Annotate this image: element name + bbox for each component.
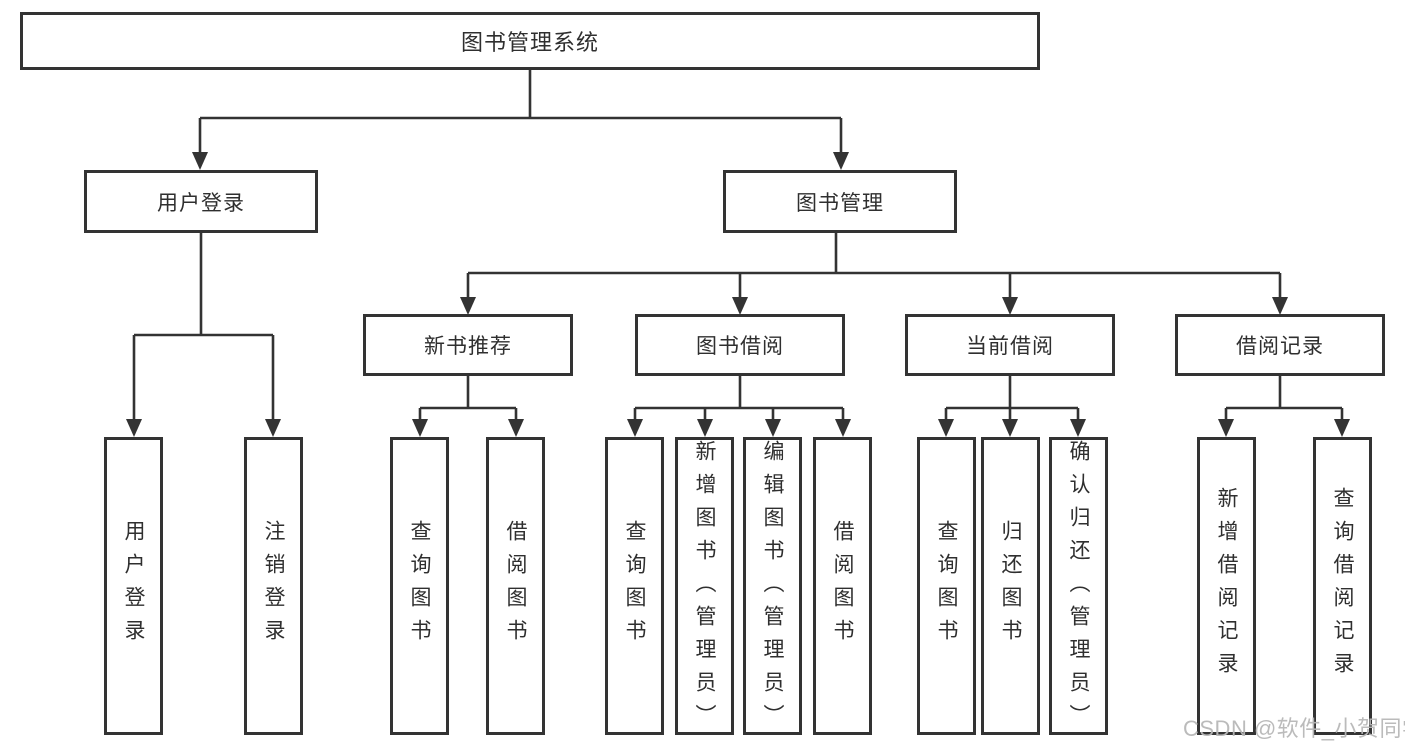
leaf-confirm-return-admin: 确认归还（管理员） <box>1049 437 1108 735</box>
leaf-edit-book-admin: 编辑图书（管理员） <box>743 437 802 735</box>
node-new-book-recommendation: 新书推荐 <box>363 314 573 376</box>
leaf-borrow-books: 借阅图书 <box>813 437 872 735</box>
leaf-add-borrow-record: 新增借阅记录 <box>1197 437 1256 735</box>
node-user-login: 用户登录 <box>84 170 318 233</box>
csdn-watermark: CSDN @软件_小贺同学 <box>1183 716 1405 741</box>
leaf-add-book-admin: 新增图书（管理员） <box>675 437 734 735</box>
node-borrowing-records: 借阅记录 <box>1175 314 1385 376</box>
leaf-query-books-current: 查询图书 <box>917 437 976 735</box>
arrowheads <box>126 152 1350 437</box>
leaf-borrow-books-recommend: 借阅图书 <box>486 437 545 735</box>
leaf-user-login: 用户登录 <box>104 437 163 735</box>
node-library-management-system: 图书管理系统 <box>20 12 1040 70</box>
leaf-logout: 注销登录 <box>244 437 303 735</box>
node-book-management: 图书管理 <box>723 170 957 233</box>
leaf-return-books: 归还图书 <box>981 437 1040 735</box>
leaf-query-books-borrow: 查询图书 <box>605 437 664 735</box>
leaf-query-borrow-record: 查询借阅记录 <box>1313 437 1372 735</box>
node-current-borrowing: 当前借阅 <box>905 314 1115 376</box>
leaf-query-books-recommend: 查询图书 <box>390 437 449 735</box>
node-book-borrowing: 图书借阅 <box>635 314 845 376</box>
